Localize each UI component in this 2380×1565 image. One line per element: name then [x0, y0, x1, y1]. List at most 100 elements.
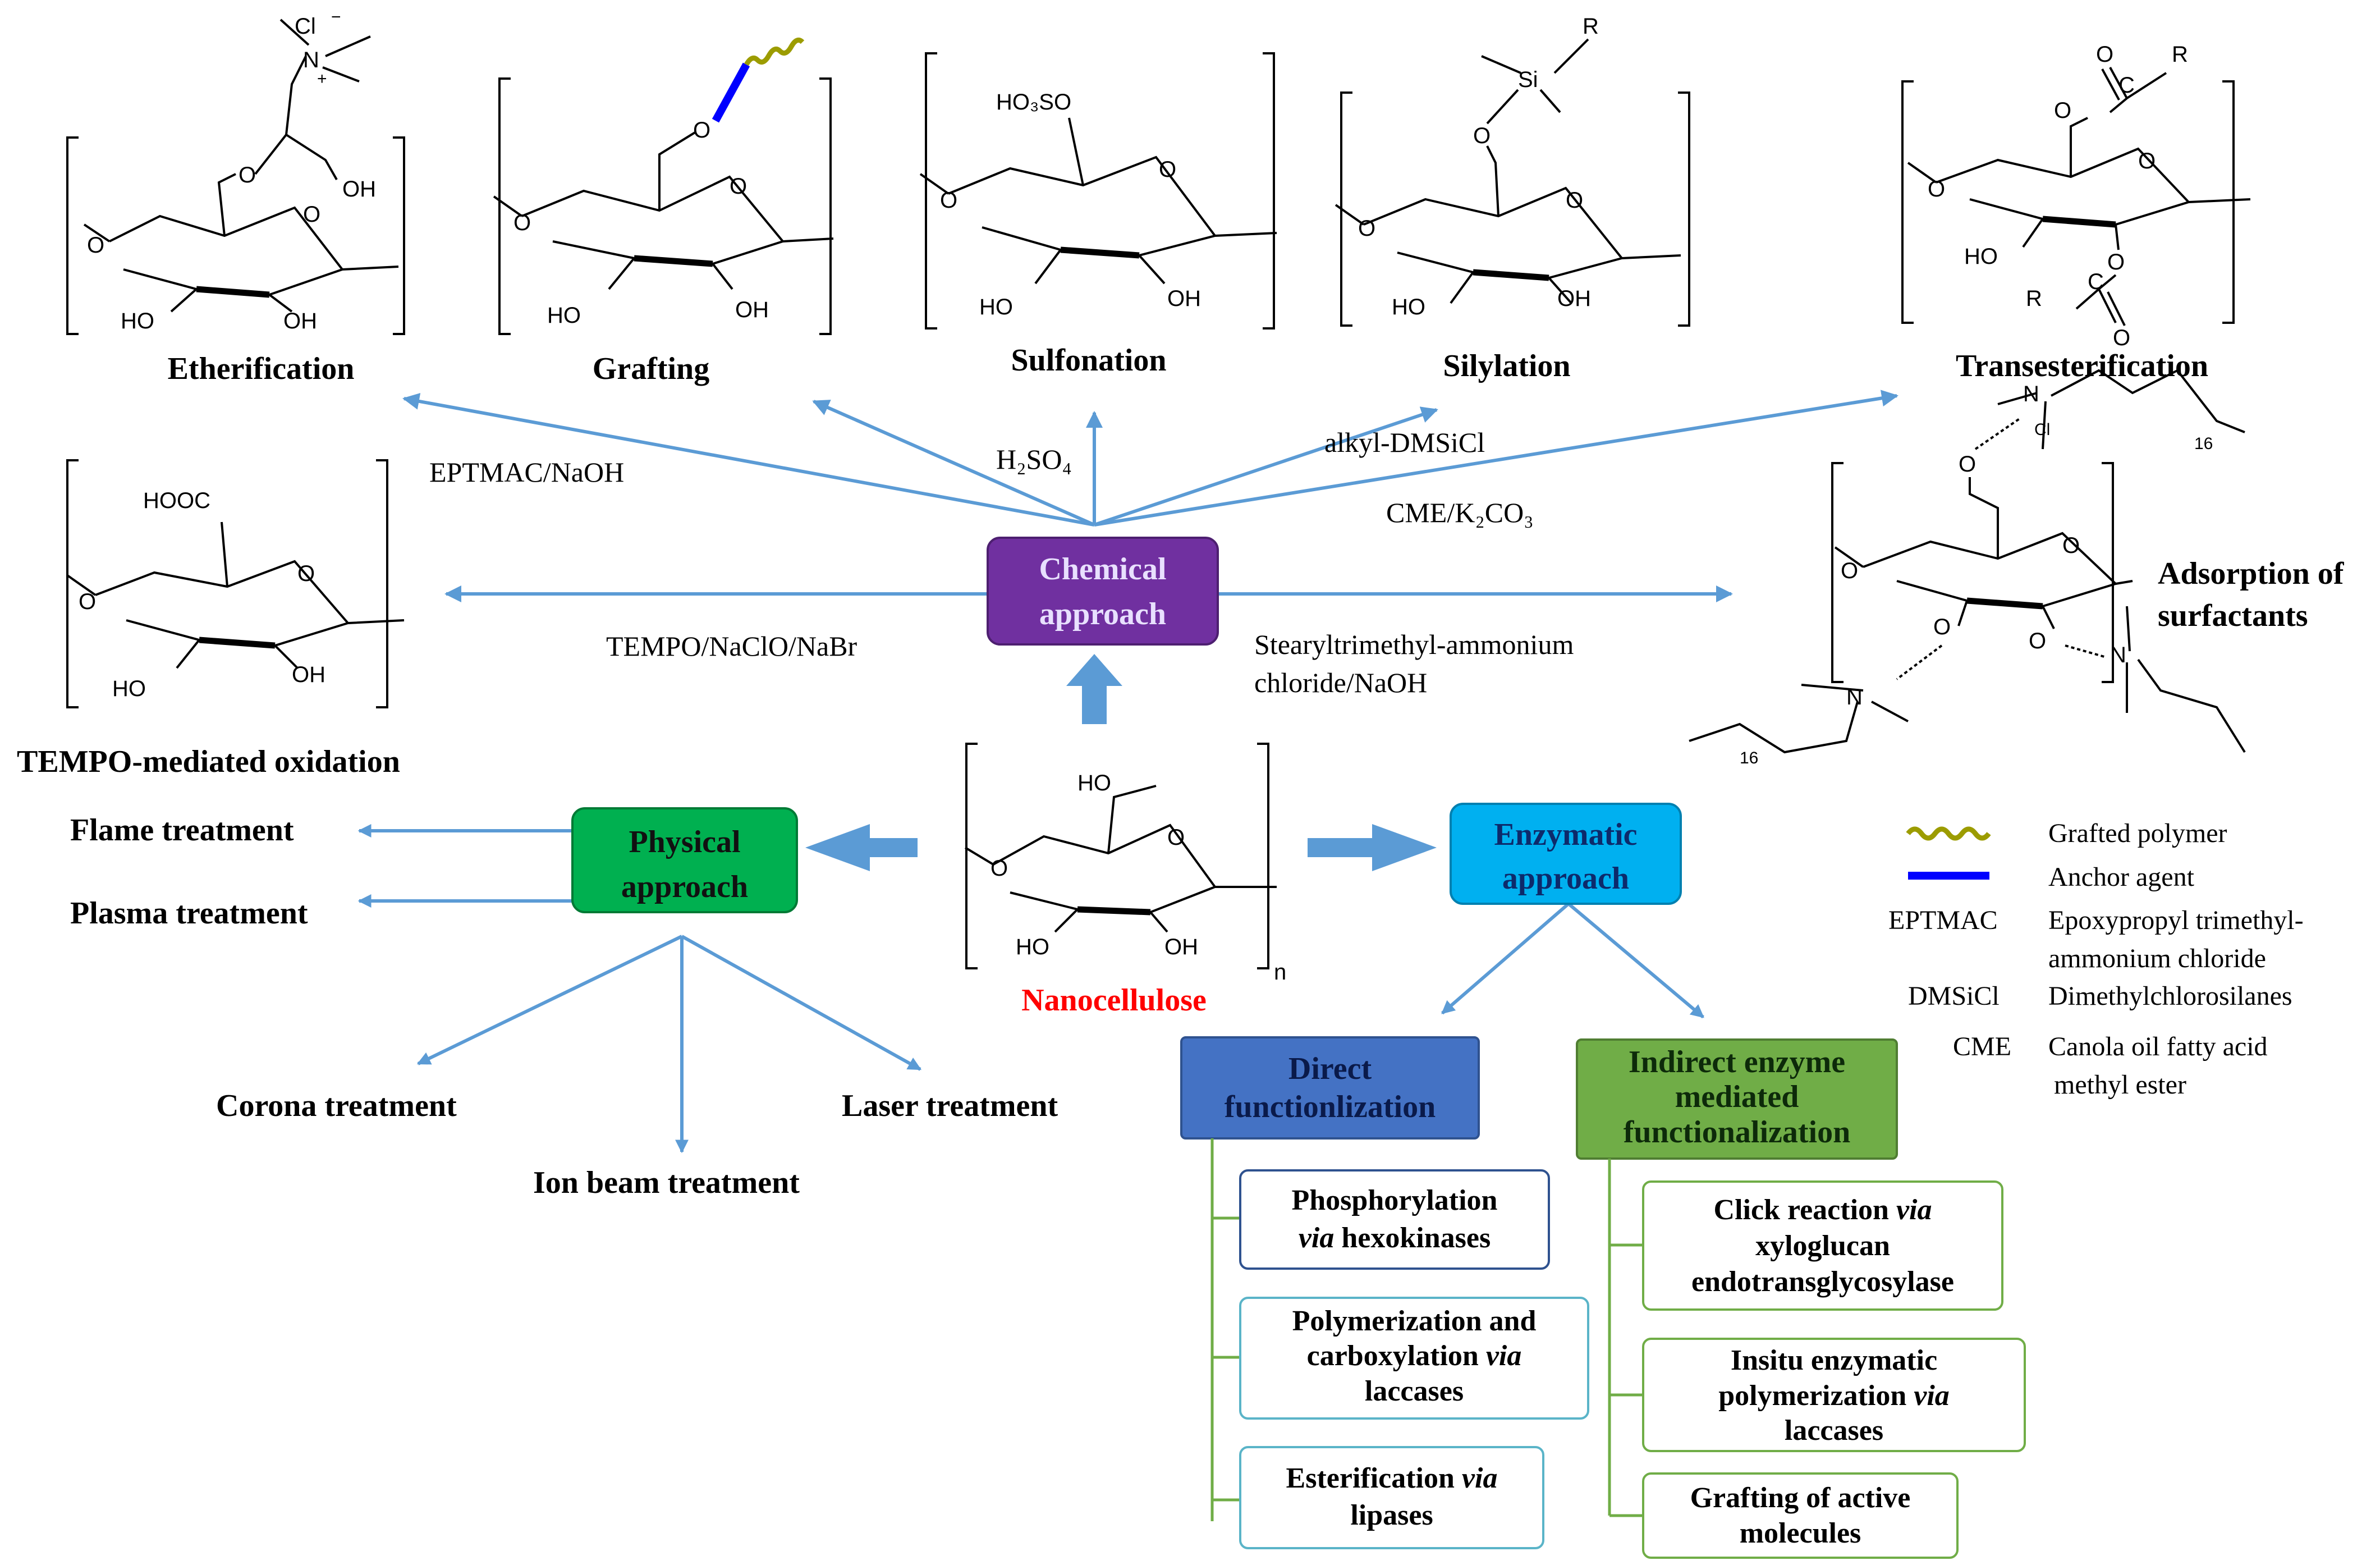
graft-ring-front [634, 255, 713, 267]
arrow-to-grafting [812, 400, 1095, 527]
chemical-approach-rect[interactable] [987, 537, 1219, 646]
direct-box[interactable] [1180, 1036, 1480, 1140]
surf-n-top [1997, 369, 2245, 450]
chemical-approach-box[interactable]: Chemical approach [987, 537, 1219, 646]
ether-oh2: OH [283, 309, 317, 333]
enzymatic-approach-rect[interactable] [1450, 803, 1682, 905]
indirect-item-1-box[interactable] [1642, 1180, 2003, 1311]
direct-item-3-box[interactable] [1239, 1446, 1544, 1549]
legend-cme-abbr: CME [1953, 1032, 2011, 1061]
surf-bracket-right [2102, 462, 2114, 683]
etherification-structure: Cl − N + O OH O O HO OH [66, 8, 405, 335]
tempo-bracket-right [376, 459, 388, 708]
indirect-item-2-l1: Insitu enzymatic [1731, 1344, 1937, 1376]
silylation-label: Silylation [1443, 349, 1570, 383]
tempo-structure: HOOC O O HO OH [66, 459, 405, 708]
arrow-to-indirect [1567, 902, 1704, 1019]
ether-o-link: O [239, 163, 256, 187]
surf-n-right-label: N [2110, 643, 2126, 667]
graft-c6 [658, 131, 697, 211]
surf-n-left-label: N [1846, 685, 1863, 710]
graft-oh: OH [735, 298, 769, 322]
sily-o-link: O [1358, 216, 1375, 241]
indirect-item-1-l3: endotransglycosylase [1691, 1266, 1954, 1298]
direct-item-3-l1: Esterification via [1286, 1462, 1498, 1494]
enzymatic-approach-box[interactable]: Enzymatic approach [1450, 803, 1682, 905]
direct-item-1-l1: Phosphorylation [1292, 1184, 1498, 1216]
indirect-item-1-via: via [1896, 1194, 1932, 1226]
center-oh: OH [1164, 935, 1198, 959]
reagent-surfactant-1: Stearyltrimethyl-ammonium [1254, 629, 1574, 660]
silylation-structure: Si R O O O HO OH [1335, 14, 1690, 327]
ether-chain [217, 56, 338, 236]
surfactant-structure: N Cl 16 O O O O O N N 16 [1689, 369, 2246, 767]
direct-item-3-l2: lipases [1350, 1499, 1433, 1531]
surf-oh-right [2042, 606, 2055, 629]
trans-r2: R [2026, 286, 2042, 311]
ether-ring-o: O [303, 202, 320, 227]
center-ring-o: O [1167, 825, 1185, 850]
sulf-bracket-left [925, 52, 937, 330]
surf-bracket-left [1831, 462, 1844, 683]
legend-eptmac-abbr: EPTMAC [1888, 905, 1998, 935]
tempo-o-link: O [79, 589, 96, 614]
surf-o-minus: O [1959, 452, 1976, 477]
ether-cl: Cl [295, 14, 316, 39]
block-arrow-right [1308, 824, 1437, 871]
trans-o-ester1: O [2054, 98, 2071, 123]
nanocellulose-structure: HO O O HO OH n [964, 743, 1286, 985]
center-bracket-right [1257, 743, 1269, 969]
trans-r1: R [2172, 42, 2188, 67]
physical-approach-rect[interactable] [571, 807, 798, 913]
enzymatic-approach-line2: approach [1502, 861, 1629, 896]
surf-ring-front [1966, 597, 2043, 610]
corona-treatment: Corona treatment [216, 1088, 457, 1123]
legend-cme-def2: methyl ester [2054, 1070, 2186, 1100]
indirect-item-3-l1: Grafting of active [1690, 1482, 1911, 1514]
sily-links [1335, 204, 1681, 304]
indirect-functionalization-branch: Indirect enzyme mediated functionalizati… [1576, 1038, 2026, 1559]
tempo-ho: HO [112, 676, 146, 701]
tempo-ring-front [199, 637, 276, 649]
direct-item-2-box[interactable] [1239, 1297, 1589, 1420]
physical-approach-box[interactable]: Physical approach [571, 807, 798, 913]
nanocellulose-label: Nanocellulose [1021, 983, 1207, 1018]
center-ring-front [1077, 906, 1151, 916]
trans-ho: HO [1964, 244, 1998, 269]
indirect-line2: mediated [1675, 1079, 1799, 1114]
direct-line2: functionlization [1225, 1090, 1436, 1124]
center-subscript-n: n [1274, 960, 1286, 985]
indirect-item-2-box[interactable] [1642, 1338, 2026, 1452]
center-ho: HO [1016, 935, 1049, 959]
grafting-label: Grafting [593, 351, 709, 386]
legend-cme-def1: Canola oil fatty acid [2048, 1032, 2268, 1061]
indirect-item-3-box[interactable] [1642, 1472, 1959, 1559]
sulf-ring-o: O [1159, 157, 1176, 182]
center-link-o: O [990, 856, 1008, 881]
arrow-to-corona [416, 935, 683, 1065]
trans-ring-o: O [2138, 149, 2156, 173]
indirect-item-1-pre: Click reaction [1714, 1194, 1896, 1226]
surf-16b: 16 [1740, 749, 1758, 767]
graft-anchor [712, 62, 750, 123]
ether-minus: − [331, 8, 341, 26]
reagent-transesterification: CME/K₂CO₃ [1386, 497, 1534, 528]
enzymatic-arrows [1441, 902, 1704, 1019]
sily-ring-o: O [1566, 188, 1583, 213]
ether-oh: OH [342, 177, 376, 202]
indirect-box[interactable] [1576, 1038, 1898, 1160]
graft-bracket-left [498, 77, 511, 335]
sulfonation-label: Sulfonation [1011, 343, 1167, 378]
surf-links [1834, 546, 2133, 585]
direct-item-3-via: via [1462, 1462, 1498, 1494]
sulf-ring-front [1060, 246, 1140, 259]
indirect-item-2-pre: polymerization [1718, 1380, 1914, 1412]
indirect-tree [1608, 1159, 1643, 1517]
sily-bracket-right [1678, 91, 1690, 327]
surf-16a: 16 [2194, 434, 2213, 453]
trans-o2: O [2113, 326, 2130, 350]
reagent-sulfonation: H₂SO₄ [996, 443, 1072, 475]
direct-item-1-box[interactable] [1239, 1169, 1550, 1270]
trans-o-link: O [1928, 177, 1945, 202]
arrow-to-silylation [1094, 406, 1438, 527]
